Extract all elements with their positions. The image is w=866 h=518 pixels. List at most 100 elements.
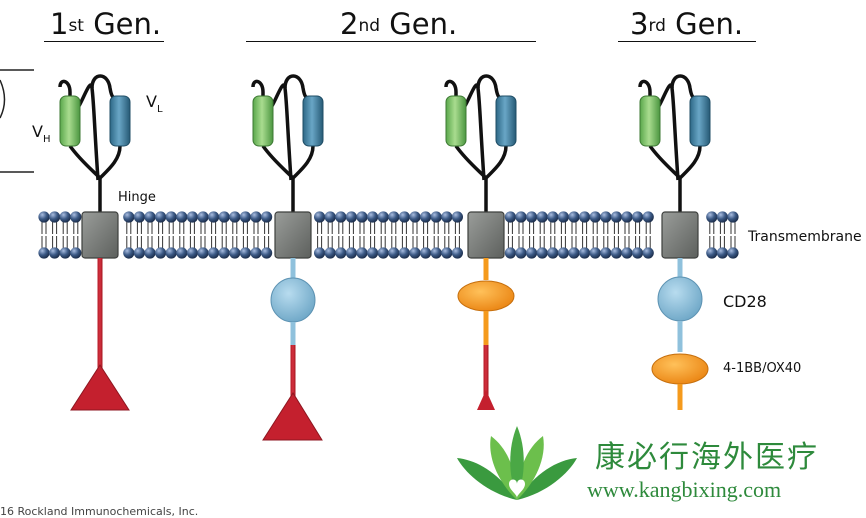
lipid-head	[600, 211, 612, 223]
lipid-head	[261, 211, 273, 223]
cd3zeta-chain	[97, 258, 103, 370]
transmembrane-domain	[274, 211, 312, 259]
lipid-head	[632, 211, 644, 223]
lipid-head	[335, 211, 347, 223]
lipid-head	[398, 211, 410, 223]
lipid-head	[197, 211, 209, 223]
linker	[98, 145, 122, 180]
linker	[58, 79, 72, 100]
watermark-chinese: 康必行海外医疗	[595, 440, 819, 475]
lipid-head	[123, 247, 135, 259]
linker	[251, 79, 265, 100]
lipid-head	[250, 247, 262, 259]
cd3zeta-triangle	[262, 392, 323, 441]
vh-domain	[445, 95, 467, 147]
gen-2-title: 2nd Gen.	[340, 7, 458, 41]
lipid-head	[515, 247, 527, 259]
hinge-label: Hinge	[118, 190, 156, 205]
lipid-head	[632, 247, 644, 259]
lipid-head	[441, 211, 453, 223]
vh-domain	[639, 95, 661, 147]
costim-label: 4-1BB/OX40	[723, 361, 802, 376]
lipid-head	[314, 211, 326, 223]
cd28-stalk	[290, 322, 296, 345]
vl-domain	[689, 95, 711, 147]
lipid-head	[504, 211, 516, 223]
cd28-domain	[270, 277, 316, 323]
linker	[454, 144, 488, 180]
transmembrane-domain	[81, 211, 119, 259]
lipid-bilayer	[38, 211, 739, 259]
lipid-head	[557, 211, 570, 223]
lipid-head	[144, 247, 156, 259]
vl-domain	[109, 95, 131, 147]
lipid-head	[229, 211, 241, 223]
cd3zeta-triangle	[70, 364, 130, 411]
cd28-label: CD28	[723, 292, 767, 311]
costim-domain	[651, 353, 709, 385]
lipid-head	[589, 211, 601, 223]
watermark-url[interactable]: www.kangbixing.com	[587, 477, 782, 502]
lipid-head	[430, 247, 442, 259]
lipid-head	[610, 247, 623, 259]
lipid-head	[642, 247, 654, 259]
lipid-head	[123, 211, 135, 223]
lipid-head	[59, 247, 71, 259]
lipid-head	[165, 211, 177, 223]
copyright-text: 16 Rockland Immunochemicals, Inc.	[0, 505, 199, 518]
lipid-head	[356, 211, 368, 223]
lipid-head	[367, 247, 379, 259]
lipid-head	[568, 247, 580, 259]
gen-1-title: 1st Gen.	[50, 7, 162, 41]
vl-domain	[302, 95, 324, 147]
lipid-head	[324, 247, 336, 259]
vl-label: VL	[146, 92, 163, 115]
cd28-stalk	[677, 321, 683, 352]
lipid-head	[600, 247, 612, 259]
linker	[90, 74, 121, 100]
lipid-head	[642, 211, 654, 223]
lipid-head	[526, 211, 538, 223]
lipid-head	[261, 247, 273, 259]
lipid-head	[409, 247, 421, 259]
transmembrane-domain	[467, 211, 505, 259]
linker	[444, 79, 458, 100]
lipid-head	[451, 247, 463, 259]
lipid-head	[727, 247, 739, 259]
lipid-head	[504, 247, 516, 259]
lipid-head	[239, 247, 251, 259]
lipid-head	[716, 211, 729, 223]
lipid-head	[186, 211, 198, 223]
gen-2a-receptor	[251, 74, 324, 259]
linker	[283, 74, 314, 100]
lipid-head	[557, 247, 570, 259]
costim-stalk	[483, 258, 489, 280]
lipid-head	[706, 247, 718, 259]
lipid-head	[536, 247, 548, 259]
lipid-head	[165, 247, 177, 259]
lipid-head	[526, 247, 538, 259]
lipid-head	[430, 211, 442, 223]
gen-2-underline	[246, 41, 536, 42]
lipid-head	[356, 247, 368, 259]
lipid-head	[38, 211, 50, 223]
vh-domain	[252, 95, 274, 147]
linker	[68, 144, 102, 180]
lipid-head	[70, 211, 82, 223]
lipid-head	[70, 247, 82, 259]
linker	[261, 144, 295, 180]
lipid-head	[388, 211, 400, 223]
lipid-head	[547, 247, 559, 259]
gen-3-underline	[618, 41, 756, 42]
lipid-head	[420, 247, 432, 259]
lipid-head	[441, 247, 453, 259]
transmembrane-domain	[661, 211, 699, 259]
cd3zeta-chain	[483, 345, 489, 398]
linker	[476, 74, 507, 100]
car-receptors	[58, 74, 711, 441]
lipid-head	[229, 247, 241, 259]
lipid-head	[621, 247, 633, 259]
cd28-domain	[657, 276, 703, 322]
cd28-stalk	[677, 258, 683, 282]
cd3zeta-triangle	[477, 390, 495, 410]
